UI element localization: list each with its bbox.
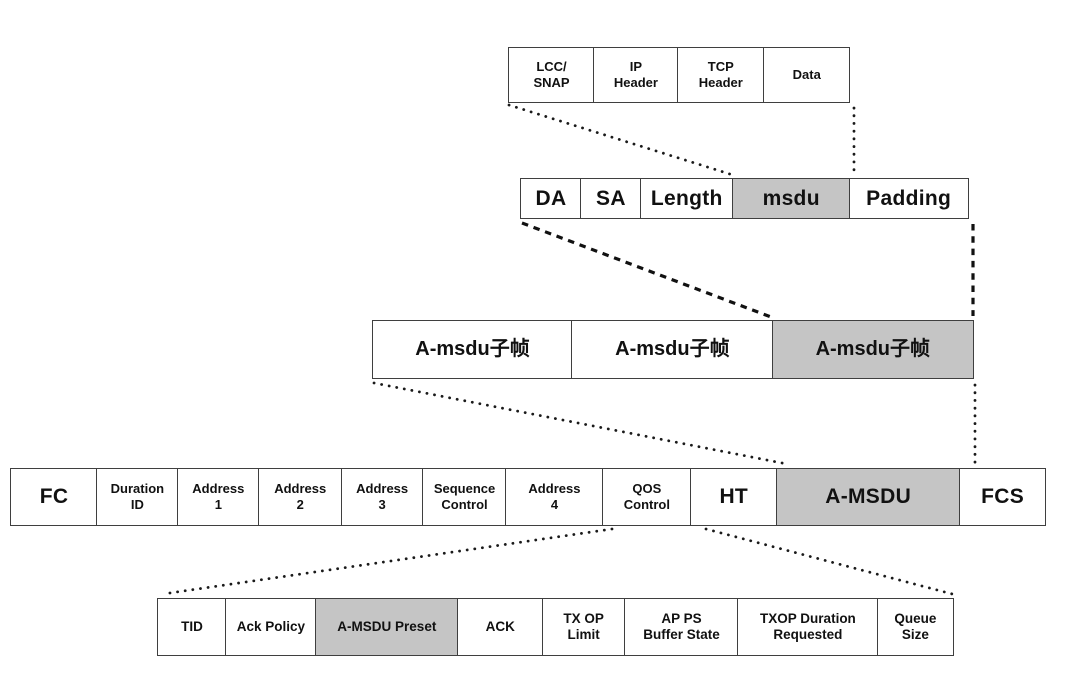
cell-duration-id: Duration ID [96, 468, 179, 526]
cell-tcp-header: TCP Header [676, 47, 765, 103]
cell-label: TX OP Limit [563, 610, 604, 642]
connector-qos-to-fields-right [704, 527, 958, 597]
cell-label: Queue Size [894, 610, 937, 642]
cell-fc: FC [10, 468, 98, 526]
cell-label: DA [535, 186, 567, 210]
cell-address-2: Address 2 [258, 468, 343, 526]
cell-txop-limit: TX OP Limit [541, 598, 626, 656]
msdu-payload-row: LCC/ SNAP IP Header TCP Header Data [508, 47, 851, 103]
connector-aggregate-to-amsdu-left [372, 381, 789, 466]
cell-msdu: msdu [732, 178, 851, 219]
cell-amsdu-subframe-1: A-msdu子帧 [372, 320, 573, 379]
cell-da: DA [520, 178, 582, 219]
cell-label: HT [719, 485, 749, 509]
cell-label: A-MSDU Preset [337, 618, 437, 634]
cell-label: Duration ID [110, 481, 165, 512]
cell-padding: Padding [848, 178, 969, 219]
cell-label: Data [792, 67, 821, 83]
cell-label: Ack Policy [236, 618, 306, 634]
cell-label: TXOP Duration Requested [760, 610, 856, 642]
cell-label: Address 1 [192, 481, 245, 512]
cell-amsdu-preset: A-MSDU Preset [314, 598, 459, 656]
cell-label: AP PS Buffer State [643, 610, 720, 642]
connector-payload-to-msdu-left [507, 103, 735, 177]
cell-ip-header: IP Header [593, 47, 679, 103]
cell-label: ACK [485, 618, 515, 634]
connector-subframe-to-aggregate-left [521, 221, 772, 319]
cell-sa: SA [580, 178, 642, 219]
cell-label: Address 4 [528, 481, 581, 512]
cell-ack: ACK [457, 598, 544, 656]
cell-address-3: Address 3 [340, 468, 424, 526]
cell-txop-duration-requested: TXOP Duration Requested [737, 598, 879, 656]
qos-control-fields-row: TID Ack Policy A-MSDU Preset ACK TX OP L… [157, 598, 954, 656]
connector-qos-to-fields-left [161, 527, 614, 596]
cell-length: Length [639, 178, 734, 219]
cell-label: Address 3 [356, 481, 409, 512]
cell-label: IP Header [613, 59, 658, 90]
cell-label: Length [650, 186, 723, 210]
amsdu-aggregate-row: A-msdu子帧 A-msdu子帧 A-msdu子帧 [372, 320, 974, 379]
cell-label: Address 2 [274, 481, 327, 512]
cell-ap-ps-buffer-state: AP PS Buffer State [624, 598, 740, 656]
cell-label: A-msdu子帧 [815, 338, 931, 361]
cell-fcs: FCS [959, 468, 1047, 526]
cell-label: A-MSDU [825, 485, 912, 509]
cell-qos-control: QOS Control [601, 468, 692, 526]
cell-data: Data [763, 47, 851, 103]
cell-amsdu-subframe-3: A-msdu子帧 [771, 320, 974, 379]
cell-queue-size: Queue Size [876, 598, 954, 656]
cell-label: A-msdu子帧 [415, 338, 530, 361]
cell-label: Padding [866, 186, 952, 210]
cell-label: SA [596, 186, 626, 210]
cell-address-1: Address 1 [176, 468, 260, 526]
cell-tid: TID [157, 598, 227, 656]
cell-label: TCP Header [698, 59, 743, 90]
cell-address-4: Address 4 [505, 468, 604, 526]
cell-label: TID [181, 618, 203, 634]
cell-ht: HT [690, 468, 778, 526]
cell-sequence-control: Sequence Control [422, 468, 508, 526]
cell-label: FCS [981, 485, 1025, 509]
cell-label: QOS Control [623, 481, 670, 512]
cell-label: Sequence Control [433, 481, 496, 512]
cell-label: FC [39, 485, 69, 509]
cell-llc-snap: LCC/ SNAP [508, 47, 595, 103]
cell-label: A-msdu子帧 [615, 338, 730, 361]
cell-label: LCC/ SNAP [533, 59, 570, 90]
cell-amsdu-subframe-2: A-msdu子帧 [571, 320, 774, 379]
cell-label: msdu [762, 186, 820, 210]
mac-frame-row: FC Duration ID Address 1 Address 2 Addre… [10, 468, 1047, 526]
cell-ack-policy: Ack Policy [225, 598, 317, 656]
msdu-subframe-row: DA SA Length msdu Padding [520, 178, 969, 219]
cell-a-msdu: A-MSDU [775, 468, 961, 526]
